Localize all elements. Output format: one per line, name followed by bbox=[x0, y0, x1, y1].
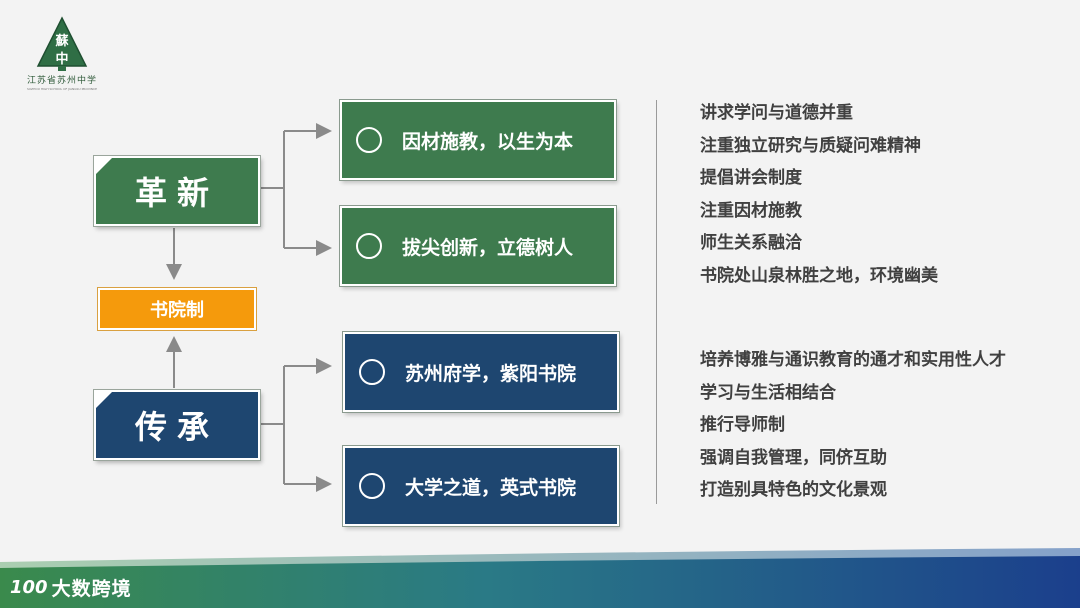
brand-logo-icon: 100 bbox=[10, 577, 48, 598]
list-item: 提倡讲会制度 bbox=[700, 168, 802, 188]
innovation-box: 革新 bbox=[94, 156, 260, 226]
list-item: 书院处山泉林胜之地，环境幽美 bbox=[700, 265, 938, 286]
bottom-item-label: 大学之道，英式书院 bbox=[405, 476, 577, 499]
logo-character: 中 bbox=[55, 52, 69, 67]
logo-subtitle-en: SUZHOU HIGH SCHOOL OF JIANGSU PROVINCE bbox=[26, 87, 97, 91]
heritage-label: 传承 bbox=[134, 408, 219, 446]
circle-icon bbox=[359, 359, 385, 385]
list-item: 学习与生活相结合 bbox=[700, 382, 836, 403]
academy-system-box: 书院制 bbox=[98, 288, 256, 330]
list-item: 讲求学问与道德并重 bbox=[700, 103, 853, 123]
circle-icon bbox=[356, 127, 382, 153]
list-item: 师生关系融洽 bbox=[700, 233, 802, 253]
bottom-item-box: 大学之道，英式书院 bbox=[343, 446, 619, 526]
innovation-label: 革新 bbox=[134, 174, 219, 212]
academy-system-label: 书院制 bbox=[150, 300, 204, 321]
circle-icon bbox=[359, 473, 385, 499]
bottom-item-box: 苏州府学，紫阳书院 bbox=[343, 332, 619, 412]
logo-subtitle: 江苏省苏州中学 bbox=[26, 76, 97, 86]
top-item-label: 因材施教，以生为本 bbox=[402, 130, 574, 153]
top-item-box: 因材施教，以生为本 bbox=[340, 100, 616, 180]
logo-character: 蘇 bbox=[55, 34, 69, 49]
brand-watermark: 100 大数跨境 bbox=[10, 574, 132, 601]
corner-mark bbox=[96, 392, 112, 408]
school-logo: 蘇 中 江苏省苏州中学 SUZHOU HIGH SCHOOL OF JIANGS… bbox=[20, 16, 104, 92]
circle-icon bbox=[356, 233, 382, 259]
list-item: 注重因材施教 bbox=[700, 200, 802, 221]
top-branch-connector bbox=[258, 123, 332, 256]
tree-emblem-icon bbox=[36, 16, 88, 71]
footer-band bbox=[0, 548, 1080, 608]
list-item: 推行导师制 bbox=[700, 415, 785, 435]
heritage-box: 传承 bbox=[94, 390, 260, 460]
list-item: 培养博雅与通识教育的通才和实用性人才 bbox=[700, 350, 1006, 370]
bottom-branch-connector bbox=[258, 358, 332, 492]
list-item: 强调自我管理，同侪互助 bbox=[700, 447, 887, 468]
top-item-box: 拔尖创新，立德树人 bbox=[340, 206, 616, 286]
heritage-feature-list: 培养博雅与通识教育的通才和实用性人才 学习与生活相结合 推行导师制 强调自我管理… bbox=[700, 344, 1060, 507]
brand-name: 大数跨境 bbox=[51, 578, 132, 600]
corner-mark bbox=[96, 158, 112, 174]
list-item: 注重独立研究与质疑问难精神 bbox=[700, 135, 921, 156]
innovation-feature-list: 讲求学问与道德并重 注重独立研究与质疑问难精神 提倡讲会制度 注重因材施教 师生… bbox=[700, 97, 1060, 292]
list-item: 打造别具特色的文化景观 bbox=[700, 480, 887, 500]
bottom-item-label: 苏州府学，紫阳书院 bbox=[405, 362, 577, 385]
vertical-divider bbox=[656, 100, 657, 504]
top-item-label: 拔尖创新，立德树人 bbox=[402, 236, 574, 259]
